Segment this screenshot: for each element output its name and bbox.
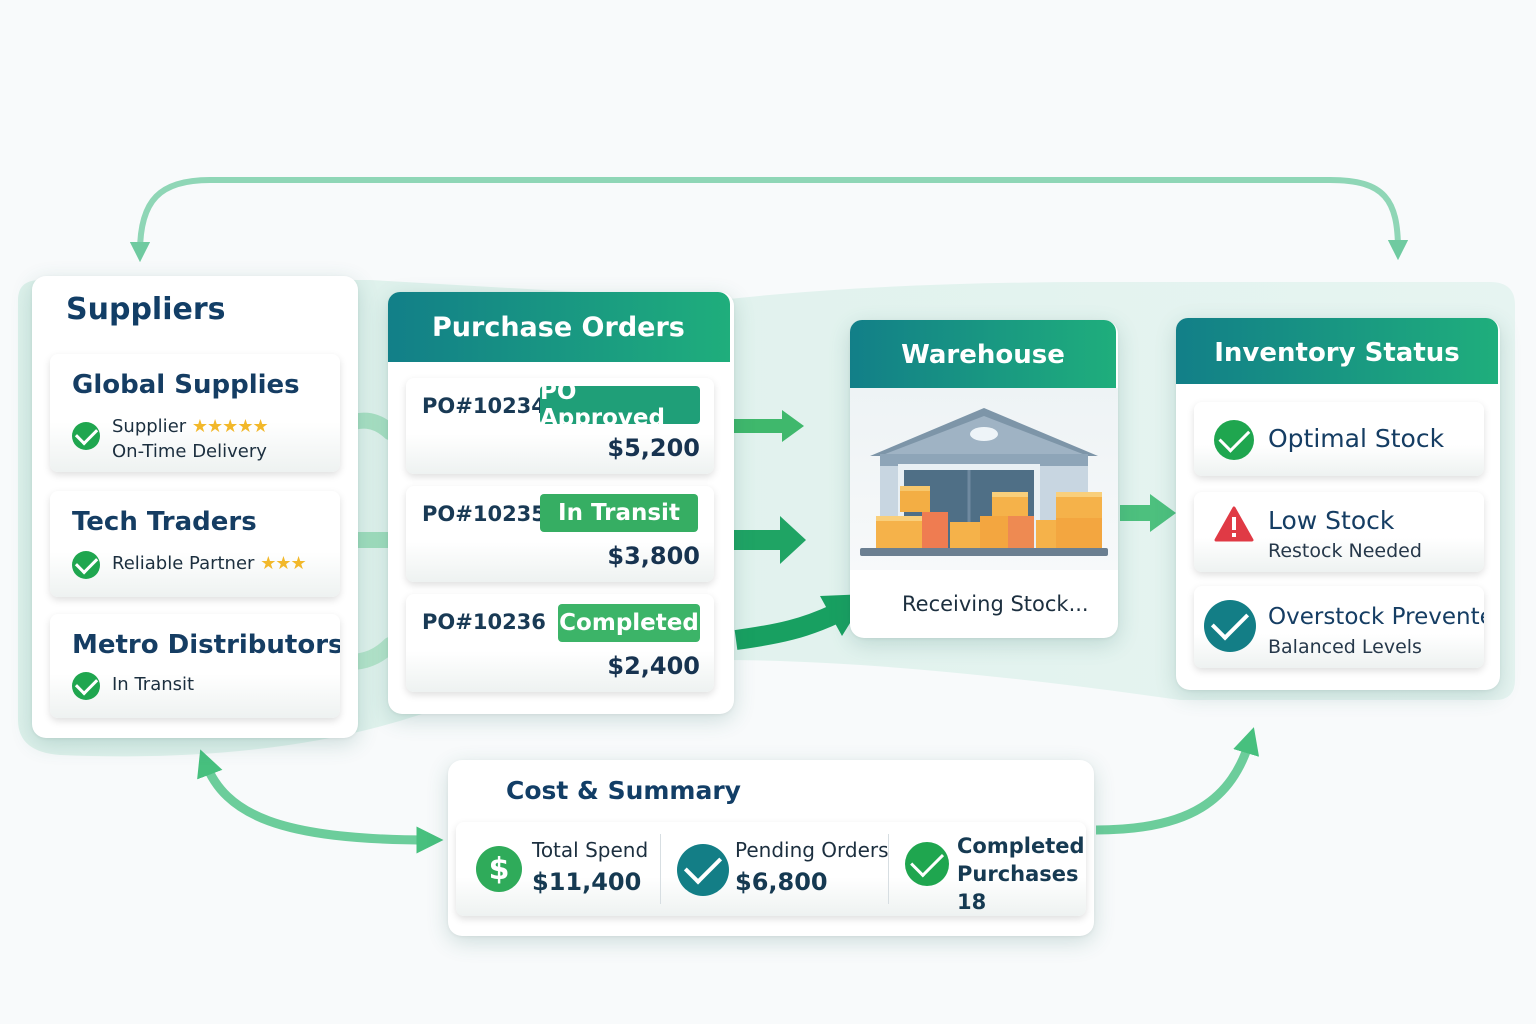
po-number: PO#10236 — [422, 610, 546, 634]
inventory-status-header: Inventory Status — [1176, 318, 1498, 384]
summary-metric-pending-orders[interactable]: Pending Orders $6,800 — [661, 822, 889, 916]
metric-label: Pending Orders — [735, 838, 889, 862]
metric-label: Completed — [957, 834, 1085, 858]
po-status-badge: Completed — [558, 604, 700, 642]
metric-value: $11,400 — [532, 868, 642, 896]
purchase-order-row[interactable]: PO#10234 PO Approved $5,200 — [406, 378, 714, 474]
purchase-order-row[interactable]: PO#10236 Completed $2,400 — [406, 594, 714, 692]
purchase-orders-header: Purchase Orders — [388, 292, 730, 362]
suppliers-title: Suppliers — [66, 292, 226, 327]
top-loop-arrow — [129, 177, 1409, 263]
supplier-tag: Supplier ★★★★★ — [112, 416, 269, 437]
inventory-item-optimal-stock[interactable]: Optimal Stock — [1194, 402, 1484, 476]
supplier-card-tech-traders[interactable]: Tech Traders Reliable Partner ★★★ — [50, 491, 340, 597]
check-circle-icon — [72, 422, 100, 450]
po-number: PO#10234 — [422, 394, 546, 418]
inventory-item-title: Low Stock — [1268, 506, 1395, 535]
inventory-item-title: Optimal Stock — [1268, 424, 1445, 453]
warehouse-panel: Warehouse Receiving Stock... — [850, 320, 1118, 638]
warning-triangle-icon — [1214, 506, 1254, 542]
inventory-status-title: Inventory Status — [1214, 338, 1460, 368]
summary-metrics-row: $ Total Spend $11,400 Pending Orders $6,… — [456, 822, 1086, 916]
warehouse-caption: Receiving Stock... — [902, 592, 1089, 616]
inventory-item-low-stock[interactable]: Low Stock Restock Needed — [1194, 492, 1484, 572]
check-circle-icon — [677, 844, 729, 896]
warehouse-building-icon — [860, 408, 1108, 556]
purchase-orders-title: Purchase Orders — [432, 312, 685, 343]
check-circle-icon — [905, 842, 949, 886]
supplier-status: In Transit — [112, 674, 195, 695]
summary-inventory-loop-arrow — [1095, 727, 1260, 835]
summary-divider — [660, 834, 661, 904]
po-amount: $5,200 — [607, 434, 700, 462]
star-rating-icon: ★★★ — [260, 553, 306, 574]
cost-summary-panel: Cost & Summary $ Total Spend $11,400 Pen… — [448, 760, 1094, 936]
supplier-name: Tech Traders — [72, 507, 257, 537]
star-rating-icon: ★★★★★ — [191, 416, 269, 437]
check-circle-icon — [72, 551, 100, 579]
inventory-item-title: Overstock Prevented — [1268, 604, 1484, 630]
check-circle-icon — [1204, 600, 1256, 652]
purchase-orders-panel: Purchase Orders PO#10234 PO Approved $5,… — [388, 292, 734, 714]
inventory-item-subtitle: Restock Needed — [1268, 540, 1422, 562]
summary-divider — [888, 834, 889, 904]
supplier-card-metro-distributors[interactable]: Metro Distributors In Transit — [50, 614, 340, 718]
po-number: PO#10235 — [422, 502, 546, 526]
supplier-detail: On-Time Delivery — [112, 441, 267, 462]
warehouse-to-inventory-arrow — [1120, 494, 1176, 532]
warehouse-title: Warehouse — [901, 340, 1065, 370]
metric-value: $6,800 — [735, 868, 828, 896]
warehouse-header: Warehouse — [850, 320, 1116, 388]
metric-value: 18 — [957, 890, 987, 914]
po-amount: $3,800 — [607, 542, 700, 570]
metric-label: Total Spend — [532, 838, 649, 862]
supplier-name: Metro Distributors — [72, 630, 340, 660]
po-arrow-1 — [734, 410, 804, 442]
cost-summary-title: Cost & Summary — [506, 776, 741, 805]
inventory-status-panel: Inventory Status Optimal Stock Low Stock… — [1176, 318, 1500, 690]
summary-metric-total-spend[interactable]: $ Total Spend $11,400 — [456, 822, 660, 916]
check-circle-icon — [1214, 420, 1254, 460]
dollar-icon: $ — [476, 846, 522, 892]
check-circle-icon — [72, 672, 100, 700]
supplier-card-global-supplies[interactable]: Global Supplies Supplier ★★★★★ On-Time D… — [50, 354, 340, 472]
supplier-name: Global Supplies — [72, 370, 300, 400]
inventory-item-overstock-prevented[interactable]: Overstock Prevented Balanced Levels — [1194, 586, 1484, 668]
supplier-tag: Reliable Partner ★★★ — [112, 553, 307, 574]
purchase-order-row[interactable]: PO#10235 In Transit $3,800 — [406, 486, 714, 582]
supplier-summary-loop-arrow — [197, 749, 444, 854]
warehouse-illustration-area — [850, 388, 1118, 570]
summary-metric-completed-purchases[interactable]: Completed Purchases 18 — [889, 822, 1086, 916]
metric-label: Purchases — [957, 862, 1079, 886]
po-status-badge: In Transit — [540, 494, 698, 532]
inventory-item-subtitle: Balanced Levels — [1268, 636, 1422, 658]
po-status-badge: PO Approved — [540, 379, 700, 431]
suppliers-panel: Suppliers Global Supplies Supplier ★★★★★… — [32, 276, 358, 738]
po-arrow-2 — [734, 516, 806, 564]
po-amount: $2,400 — [607, 652, 700, 680]
